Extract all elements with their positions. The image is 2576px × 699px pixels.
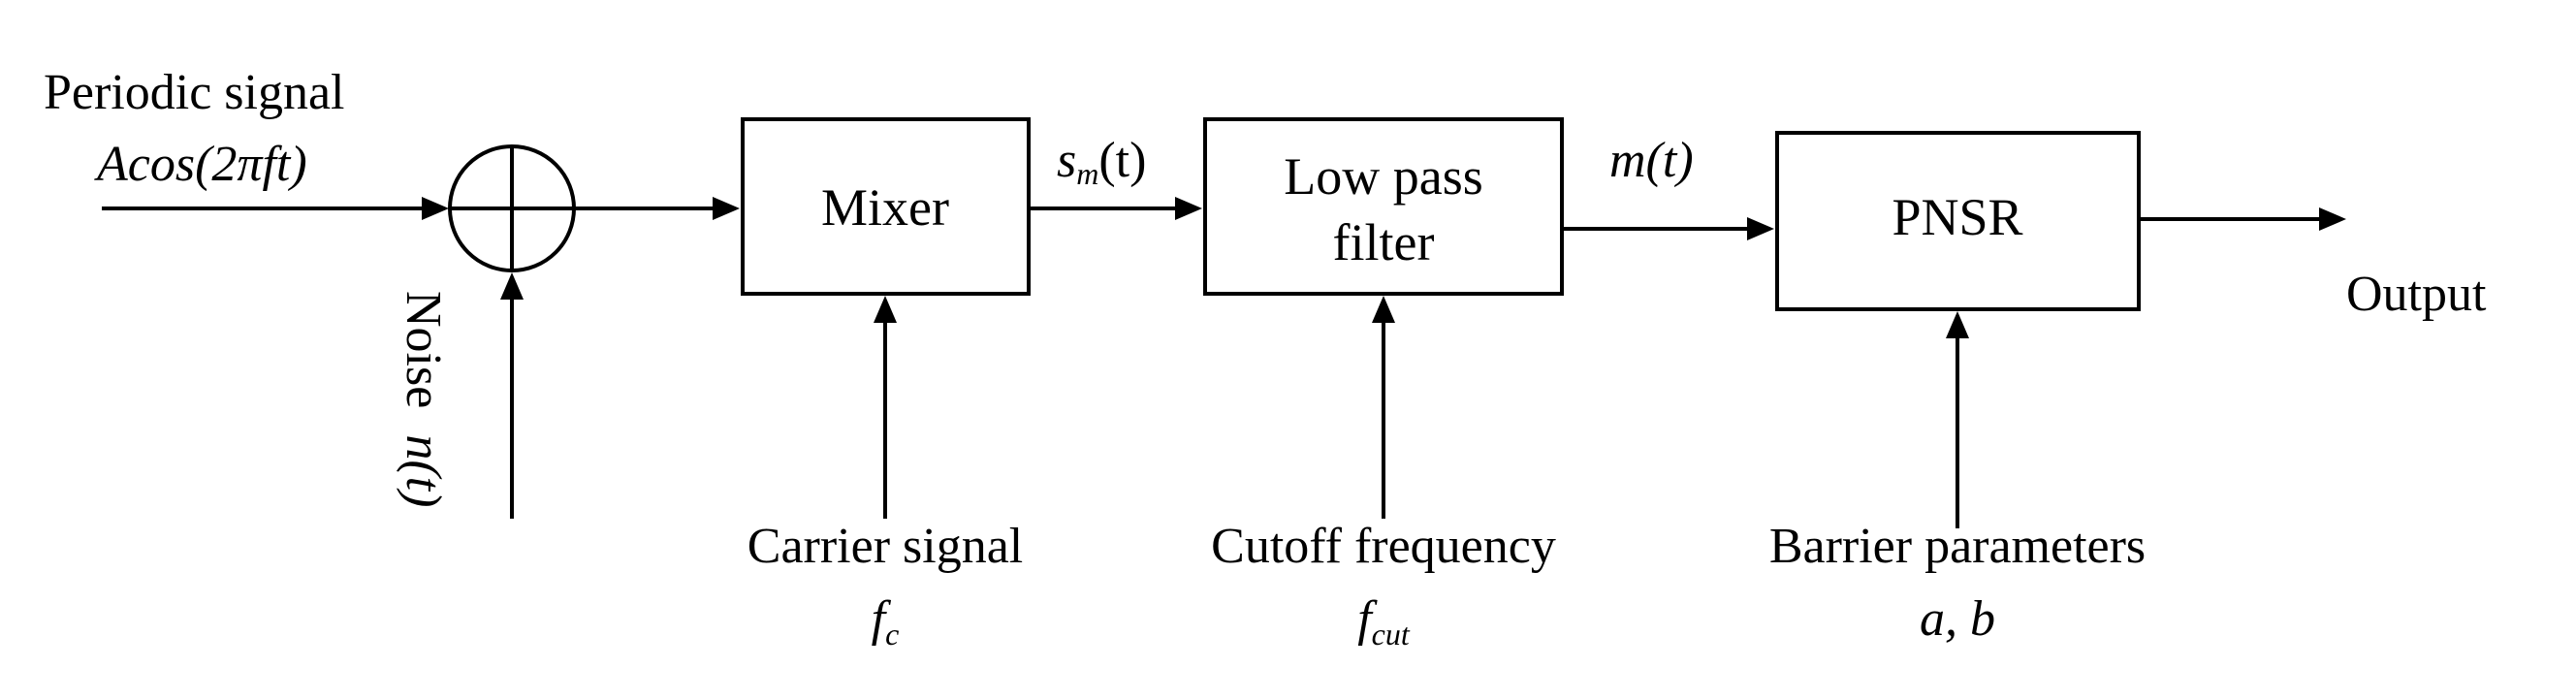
pnsr-label: PNSR [1892, 188, 2022, 246]
noise-label-text: Noise [396, 291, 451, 408]
barrier-label: Barrier parameters [1769, 519, 2146, 574]
low-pass-filter-block [1203, 117, 1564, 296]
noise-arrow [500, 272, 524, 519]
barrier-arrow [1946, 311, 1969, 528]
barrier-symbol: a, b [1920, 591, 1995, 647]
m-signal-label: m(t) [1609, 133, 1694, 188]
svg-text:Noise n(t): Noise n(t) [396, 291, 451, 507]
output-label: Output [2346, 267, 2487, 322]
carrier-label: Carrier signal [747, 519, 1023, 574]
cutoff-label: Cutoff frequency [1211, 519, 1556, 574]
cutoff-arrow [1372, 296, 1395, 519]
summing-junction [448, 144, 576, 272]
input-arrow [102, 197, 449, 220]
mixer-to-lpf-arrow [1029, 197, 1202, 220]
noise-label: Noise n(t) [396, 291, 451, 507]
cutoff-symbol: fcut [1357, 591, 1411, 651]
carrier-arrow [874, 296, 897, 519]
junction-to-mixer-arrow [574, 197, 740, 220]
pnsr-block [1775, 131, 2141, 311]
output-arrow [2139, 207, 2346, 231]
noise-symbol: n(t) [396, 434, 451, 507]
lpf-label-line1: Low pass [1284, 147, 1482, 206]
sm-signal-label: sm(t) [1057, 133, 1146, 191]
lpf-to-pnsr-arrow [1562, 217, 1774, 240]
lpf-label-line2: filter [1333, 213, 1435, 271]
input-label: Periodic signal [44, 65, 345, 120]
carrier-symbol: fc [872, 591, 900, 651]
mixer-label: Mixer [821, 178, 949, 237]
mixer-block [741, 117, 1031, 296]
input-expression: Acos(2πft) [94, 137, 307, 192]
